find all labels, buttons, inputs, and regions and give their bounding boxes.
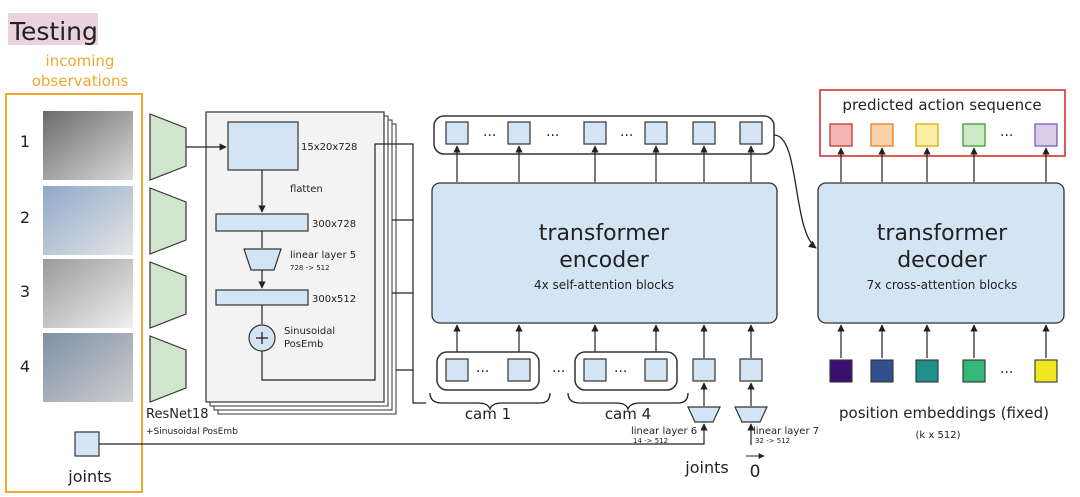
cam-token: [583, 358, 607, 382]
linear-layer-6-dims: 14 -> 512: [633, 437, 668, 445]
linear-layer-5-dims: 728 -> 512: [290, 264, 330, 272]
incoming-label-line1: incoming: [46, 52, 115, 70]
camera-number-3: 3: [20, 282, 30, 301]
camera-image-2: [43, 186, 133, 255]
camera-image-4: [43, 333, 133, 402]
page-title: Testing: [9, 17, 98, 46]
position-embeddings-label: position embeddings (fixed): [839, 404, 1049, 422]
flattened-dim: 300x728: [312, 219, 356, 230]
decoder-title-2: decoder: [897, 248, 988, 273]
predicted-action-box: [819, 89, 1066, 157]
action-token-5: [1034, 123, 1058, 147]
backbone-output-path: [261, 143, 384, 381]
transformer-encoder-block: [431, 182, 778, 324]
camera-number-1: 1: [20, 132, 30, 151]
position-embeddings-sub: (k x 512): [916, 430, 961, 441]
zero-token: [739, 358, 763, 382]
encoder-subtitle: 4x self-attention blocks: [534, 278, 674, 292]
ellipsis: ···: [552, 364, 565, 380]
routing-vertical: [384, 143, 426, 404]
posemb-label-1: Sinusoidal: [284, 326, 335, 337]
encoder-output-token: [583, 121, 607, 145]
camera-number-2: 2: [20, 208, 30, 227]
position-embedding-token-4: [962, 359, 986, 383]
resnet-block-2: [149, 187, 187, 255]
ellipsis: ···: [1000, 128, 1013, 144]
resnet-block-4: [149, 335, 187, 403]
resnet-block-1: [149, 113, 187, 181]
linear-layer-6-block: [687, 406, 721, 423]
encoder-to-decoder-arrow: [773, 134, 817, 249]
joints-path: [99, 423, 708, 445]
action-token-row: [829, 123, 1058, 147]
position-embedding-token-3: [915, 359, 939, 383]
cam1-brace: [429, 392, 551, 412]
linear-layer-5-block: [243, 248, 282, 271]
encoder-output-token: [692, 121, 716, 145]
joints-token: [692, 358, 716, 382]
linear-layer-6-label: linear layer 6: [631, 426, 697, 437]
resnet-sublabel: +Sinusoidal PosEmb: [146, 427, 238, 437]
resnet-label: ResNet18: [146, 407, 209, 422]
ellipsis: ···: [614, 364, 627, 380]
flatten-label: flatten: [290, 184, 323, 195]
cam1-label: cam 1: [465, 405, 511, 423]
transformer-decoder-block: [817, 182, 1065, 324]
linear-layer-7-dims: 32 -> 512: [755, 437, 790, 445]
encoder-output-token: [507, 121, 531, 145]
joints-input-token: [74, 431, 100, 457]
cam4-brace: [567, 392, 689, 412]
action-token-2: [870, 123, 894, 147]
linear-layer-7-block: [734, 406, 768, 423]
encoder-title-2: encoder: [559, 248, 650, 273]
cam-token: [445, 358, 469, 382]
cam4-label: cam 4: [605, 405, 651, 423]
joints-bottom-label: joints: [684, 458, 728, 477]
decoder-subtitle: 7x cross-attention blocks: [867, 278, 1018, 292]
observations-box: [5, 93, 143, 493]
feature-map-block: [227, 121, 299, 171]
action-token-1: [829, 123, 853, 147]
posemb-label-2: PosEmb: [284, 339, 323, 350]
incoming-label-line2: observations: [32, 72, 129, 90]
encoder-title-1: transformer: [539, 221, 670, 246]
flattened-block: [215, 213, 309, 232]
title-highlight: [8, 13, 98, 45]
ellipsis: ···: [546, 128, 559, 144]
feature-map-dim: 15x20x728: [301, 142, 357, 153]
encoder-output-token: [644, 121, 668, 145]
linear-layer-5-label: linear layer 5: [290, 250, 356, 261]
zero-vector-label: 0: [750, 462, 761, 482]
position-embedding-token-2: [870, 359, 894, 383]
ellipsis: ···: [476, 364, 489, 380]
encoder-output-token: [445, 121, 469, 145]
camera-image-1: [43, 111, 133, 180]
action-token-3: [915, 123, 939, 147]
predicted-action-label: predicted action sequence: [842, 96, 1041, 114]
camera-number-4: 4: [20, 357, 30, 376]
projected-block: [215, 289, 309, 306]
position-embedding-row: [829, 359, 1058, 383]
ellipsis: ···: [620, 128, 633, 144]
projected-dim: 300x512: [312, 294, 356, 305]
action-token-4: [962, 123, 986, 147]
resnet-block-3: [149, 261, 187, 329]
position-embedding-token-5: [1034, 359, 1058, 383]
position-embedding-token-1: [829, 359, 853, 383]
linear-layer-7-label: linear layer 7: [753, 426, 819, 437]
cam-token: [644, 358, 668, 382]
encoder-output-token: [739, 121, 763, 145]
ellipsis: ···: [483, 128, 496, 144]
decoder-title-1: transformer: [877, 221, 1008, 246]
camera-image-3: [43, 259, 133, 328]
ellipsis: ···: [1000, 365, 1013, 381]
joints-label: joints: [67, 467, 111, 486]
cam-token: [507, 358, 531, 382]
